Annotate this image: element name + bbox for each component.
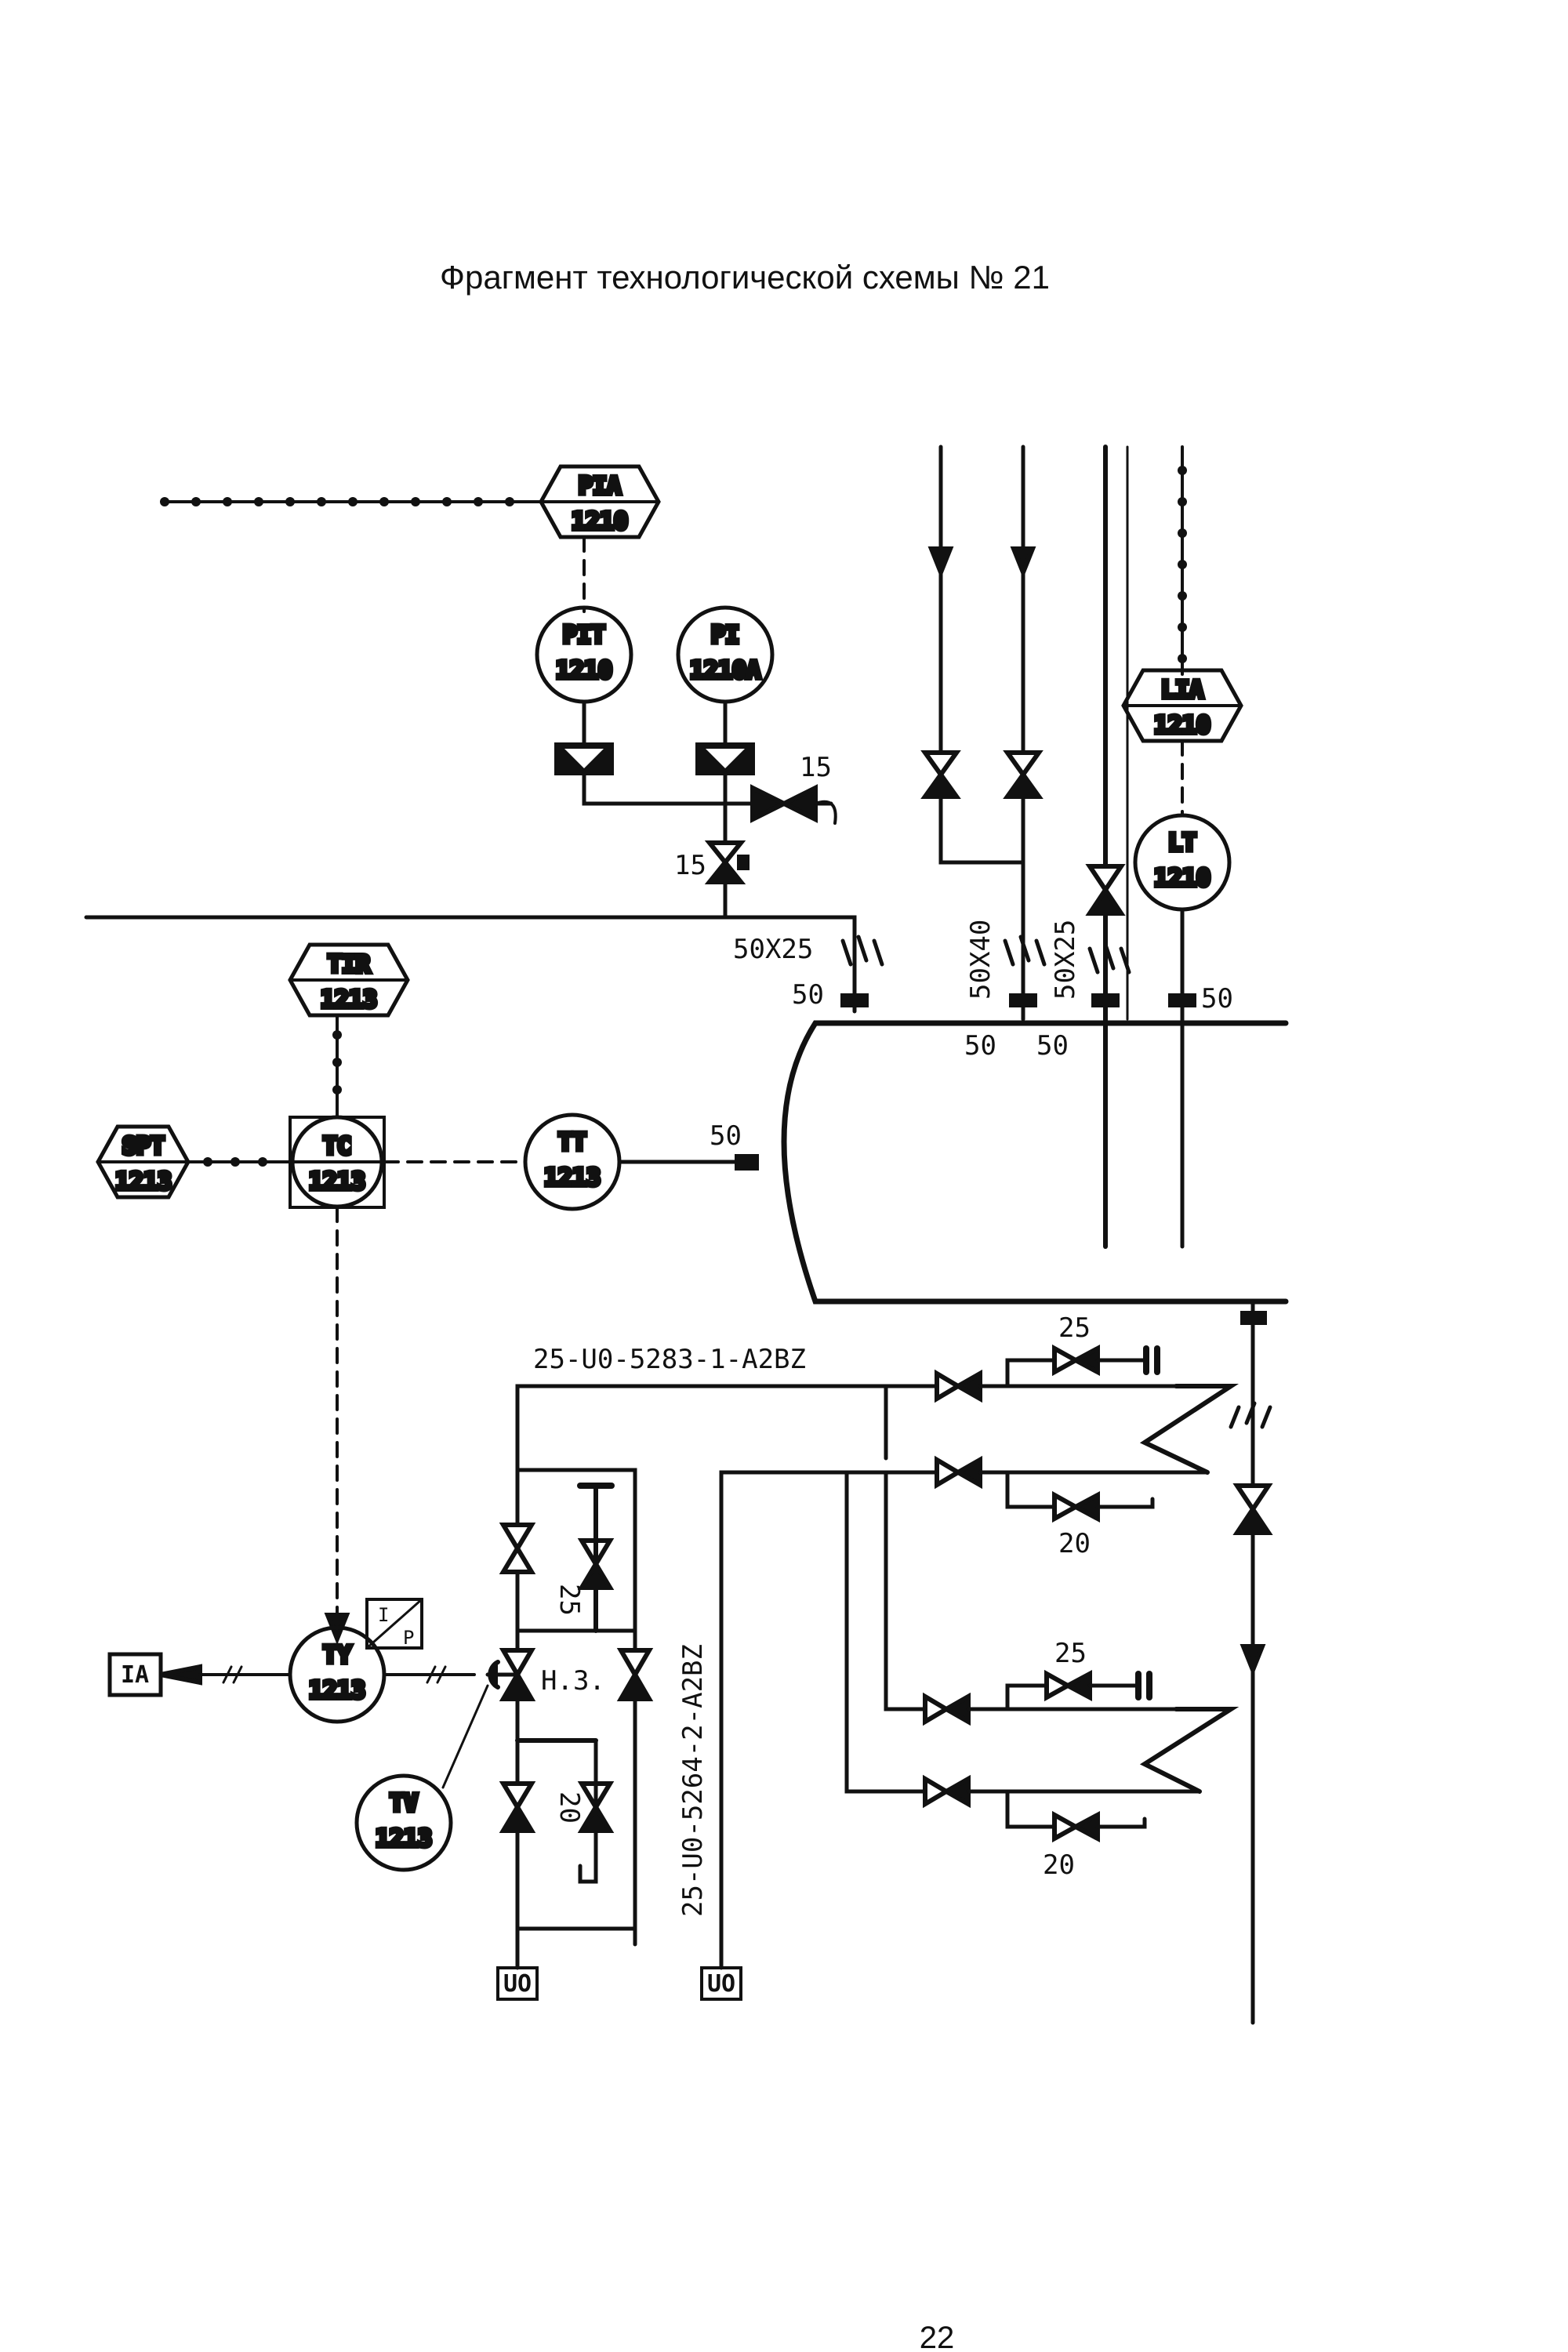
reducer-icon-c [1087,942,1131,975]
nozzle-a-icon [840,993,869,1007]
uo-box-2[interactable]: UO [700,1966,742,2001]
valve-15-right-label: 15 [800,752,832,783]
valve-15-horizontal-icon[interactable] [750,784,837,825]
valve-nz-label: Н.З. [541,1665,605,1697]
page-title: Фрагмент технологической схемы № 21 [440,259,1050,296]
coil-2-vent-valve-icon[interactable] [1044,1669,1092,1702]
valve-top-2-icon[interactable] [1003,750,1044,799]
valve-15-vertical-icon[interactable] [704,840,750,884]
coil-2-valve-b-icon[interactable] [923,1774,971,1809]
ty-number: 1213 [309,1677,365,1704]
pia-number: 1210 [572,508,628,535]
coil-2-drain-valve-icon[interactable] [1052,1810,1100,1843]
uo-1-label: UO [503,1970,532,1998]
valve-top-1-icon[interactable] [920,750,961,799]
bypass-valve-icon[interactable] [616,1648,654,1701]
nozzle-50-b-label: 50 [1201,983,1233,1014]
coil-1-shape [1139,1384,1240,1475]
coil-2-drain-20-label: 20 [1043,1849,1075,1881]
line-2-label: 25-U0-5264-2-A2BZ [677,1644,709,1917]
flow-arrow-1-icon [927,546,954,579]
coil-2-vent-25-label: 25 [1054,1638,1087,1669]
ia-box[interactable]: IA [107,1652,163,1697]
spt-number: 1213 [115,1168,172,1196]
tt-tag: TT [558,1129,586,1156]
tt-number: 1213 [544,1164,601,1192]
tc-1213-controller[interactable]: TC 1213 [289,1115,386,1209]
ty-tag: TY [323,1642,351,1669]
tir-tag: TIR [328,951,371,978]
valve-20-bypass-label: 20 [554,1791,585,1824]
page-number: 22 [920,2321,955,2352]
flow-arrow-2-icon [1010,546,1036,579]
lt-1210-circle[interactable]: LT 1210 [1133,813,1232,912]
valve-25-bypass-label: 25 [554,1584,585,1616]
coil-1-drain-20-label: 20 [1058,1528,1091,1559]
nozzle-50-e-label: 50 [710,1120,742,1152]
spt-tag: SPT [122,1133,165,1160]
lt-tag: LT [1168,829,1196,857]
pit-number: 1210 [556,657,612,684]
process-line-top [84,915,857,1014]
coil-1-vent-valve-icon[interactable] [1052,1344,1100,1377]
valve-25-left-icon[interactable] [499,1523,536,1574]
tir-1213-hexagon[interactable]: TIR 1213 [288,942,410,1018]
coil-1-vent-25-label: 25 [1058,1312,1091,1344]
pi-number: 1210A [690,657,760,684]
pia-1210-hexagon[interactable]: PIA 1210 [539,464,661,539]
valve-15-left-label: 15 [674,850,706,881]
tc-number: 1213 [309,1168,365,1196]
coil-1-valve-b-icon[interactable] [935,1455,982,1490]
valve-20-left-icon[interactable] [499,1781,536,1833]
coil-2-valve-a-icon[interactable] [923,1692,971,1726]
reducer-50x40-label: 50X40 [965,920,996,1000]
coil-1-valve-a-icon[interactable] [935,1369,982,1403]
pi-tag: PI [711,622,739,649]
reducer-50x25-a-label: 50X25 [733,934,813,965]
ia-label: IA [121,1661,149,1689]
line-1-label: 25-U0-5283-1-A2BZ [533,1344,806,1375]
tv-tag: TV [390,1790,418,1817]
valve-level-icon[interactable] [1085,864,1126,916]
lia-tag: LIA [1161,677,1203,704]
tc-tag: TC [323,1133,351,1160]
ip-p-label: P [403,1627,414,1649]
uo-2-label: UO [707,1970,735,1998]
pia-signal-line [160,497,543,506]
spt-1213-hexagon[interactable]: SPT 1213 [96,1124,191,1200]
coil-2-shape [1139,1707,1240,1794]
reducer-50x25-b-label: 50X25 [1050,920,1081,1000]
outlet-flow-arrow-icon [1240,1644,1266,1677]
lt-number: 1210 [1154,865,1210,892]
reducer-icon-a [840,935,884,967]
vessel-shell [781,1020,1289,1305]
nozzle-50-a-label: 50 [792,979,824,1011]
reducer-icon-b [1003,935,1047,967]
control-valve-tv-icon[interactable] [485,1648,536,1701]
line-1-pipe [515,1384,888,1472]
nozzle-50-d-label: 50 [1036,1030,1069,1062]
nozzle-50-c-label: 50 [964,1030,996,1062]
ty-1213-circle[interactable]: TY 1213 [288,1625,387,1724]
lia-1210-hexagon[interactable]: LIA 1210 [1121,668,1243,743]
uo-box-1[interactable]: UO [496,1966,539,2001]
tt-1213-circle[interactable]: TT 1213 [523,1112,622,1211]
tir-number: 1213 [321,986,377,1014]
tv-1213-circle[interactable]: TV 1213 [354,1773,453,1872]
pit-sensor-icon [554,742,614,775]
coil-1-drain-valve-icon[interactable] [1052,1490,1100,1523]
pit-1210-circle[interactable]: PIT 1210 [535,605,633,704]
ip-converter-box: I P [365,1598,423,1650]
ip-i-label: I [378,1604,389,1626]
pit-tag: PIT [563,622,605,649]
pi-1210a-circle[interactable]: PI 1210A [676,605,775,704]
lia-number: 1210 [1154,712,1210,739]
tv-number: 1213 [376,1825,432,1853]
line-2-pipe [719,1470,888,1970]
outlet-valve-icon[interactable] [1232,1483,1273,1535]
pi-sensor-icon [695,742,755,775]
pia-tag: PIA [579,473,621,500]
